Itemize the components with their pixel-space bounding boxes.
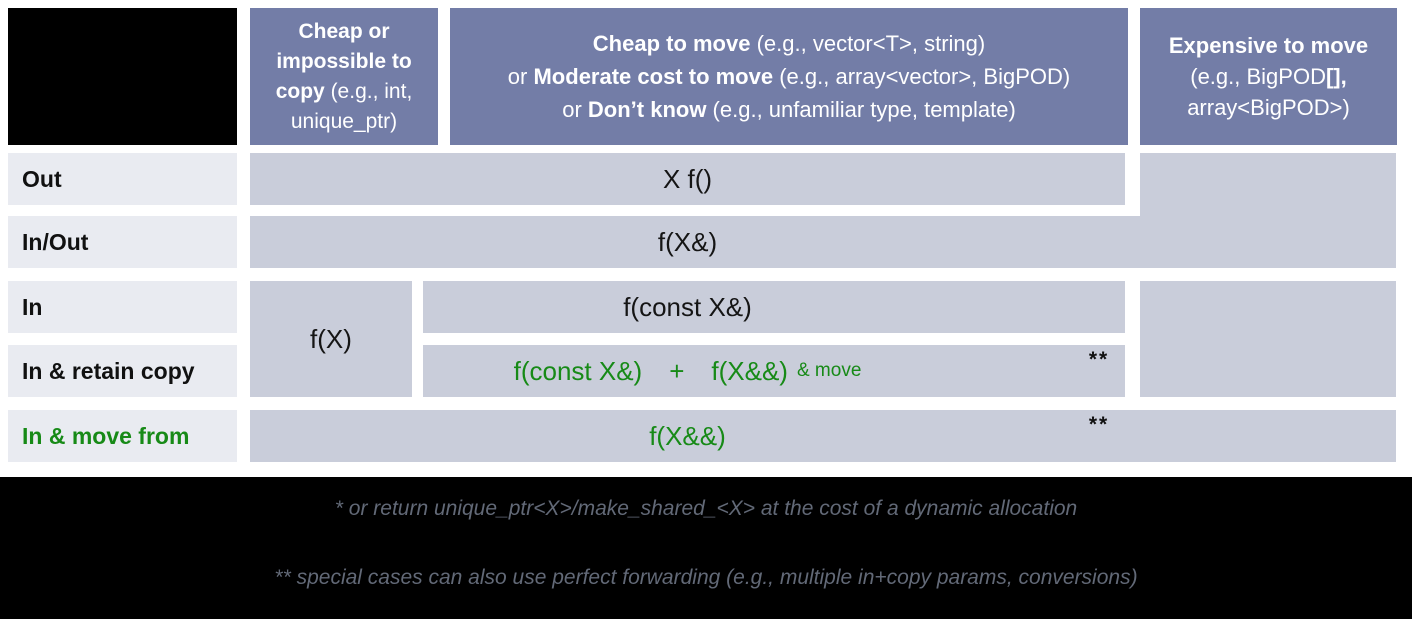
cell-in-main <box>423 281 1125 333</box>
cell-inout-main <box>250 216 1396 268</box>
corner-black-block <box>8 8 237 145</box>
footnote-2: ** special cases can also use perfect fo… <box>274 566 1138 589</box>
header-cheap-move-line3: or Don’t know (e.g., unfamiliar type, te… <box>562 97 1016 122</box>
footnote-marker-movefrom: ** <box>1088 413 1110 436</box>
header-expensive-line3: array<BigPOD>) <box>1187 95 1350 120</box>
row-label-out: Out <box>8 153 237 205</box>
footnote-marker-retain: ** <box>1088 348 1110 371</box>
code-retain-and-move-suffix: & move <box>796 360 862 381</box>
code-retain-part1: f(const X&) <box>513 355 643 386</box>
header-cheap-move-line2: or Moderate cost to move (e.g., array<ve… <box>507 64 1071 89</box>
header-expensive-line1: Expensive to move <box>1168 33 1369 58</box>
code-retain-part2: f(X&&) <box>711 355 788 386</box>
code-in-move-signature: f(X&&) <box>649 420 726 451</box>
cell-cheap-copy-in <box>250 281 412 397</box>
code-in-signature: f(const X&) <box>623 291 752 322</box>
row-label-in-move-from: In & move from <box>8 410 237 462</box>
cell-out-main <box>250 153 1125 205</box>
row-label-inout: In/Out <box>8 216 237 268</box>
header-cheap-move-line1: Cheap to move (e.g., vector<T>, string) <box>592 31 986 56</box>
header-expensive-to-move: Expensive to move (e.g., BigPOD[], array… <box>1140 8 1397 145</box>
row-label-in: In <box>8 281 237 333</box>
cell-in-move-main <box>250 410 1396 462</box>
header-cheap-to-move: Cheap to move (e.g., vector<T>, string) … <box>450 8 1128 145</box>
header-cheap-or-impossible-to-copy: Cheap or impossible to copy (e.g., int, … <box>250 8 438 145</box>
cell-in-retain-main <box>423 345 1125 397</box>
header-expensive-line2: (e.g., BigPOD[], <box>1190 64 1347 89</box>
header-cheap-copy-text: Cheap or impossible to copy (e.g., int, … <box>275 19 413 133</box>
footnote-1: * or return unique_ptr<X>/make_shared_<X… <box>334 497 1078 520</box>
code-cheap-copy-signature: f(X) <box>310 323 352 354</box>
code-retain-plus: + <box>669 355 685 386</box>
code-in-retain-signature: f(const X&) + f(X&&) & move <box>250 345 1125 397</box>
footnotes-panel <box>0 477 1412 619</box>
code-out-signature: X f() <box>662 163 713 194</box>
code-inout-signature: f(X&) <box>657 226 718 257</box>
row-label-in-retain-copy: In & retain copy <box>8 345 237 397</box>
cell-expensive-in-retain <box>1140 281 1396 397</box>
